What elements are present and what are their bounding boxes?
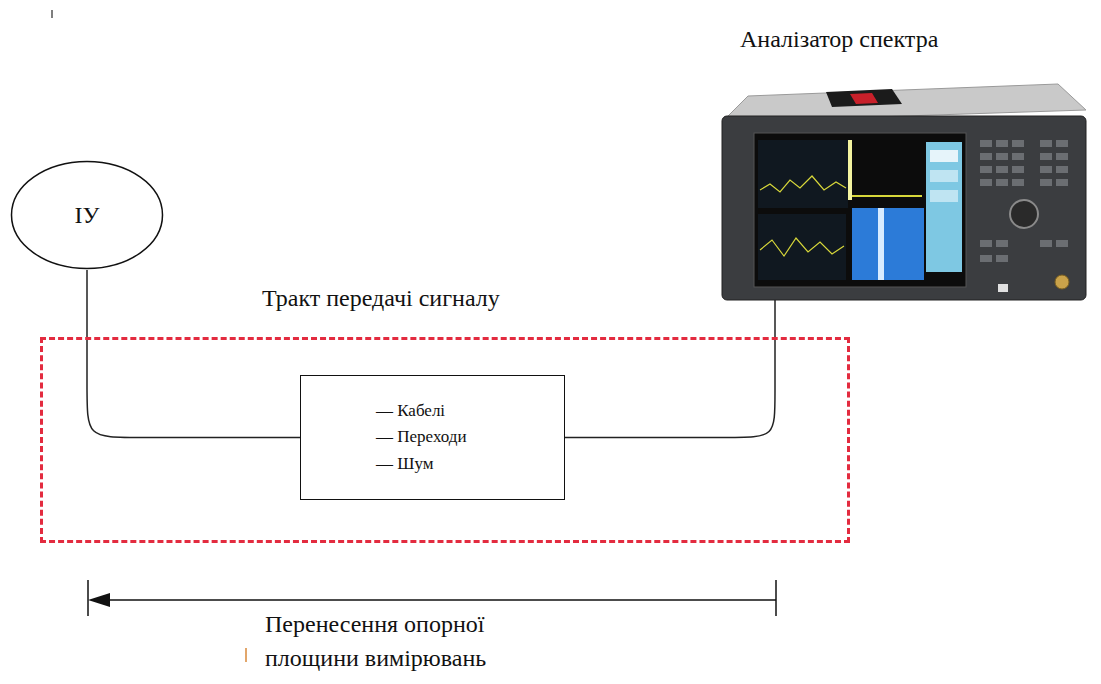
device-ellipse: ІУ [10, 160, 164, 270]
analyzer-node: Аналізатор спектра [720, 20, 1100, 300]
node-heading: Аналізатор спектра [740, 20, 1100, 53]
stray-mark [51, 10, 53, 18]
list-item: — Кабелі [376, 398, 552, 424]
signal-path-region: Тракт передачі сигналу — Кабелі— Переходи… [40, 282, 850, 543]
signal-line [565, 300, 775, 438]
process-box: — Кабелі— Переходи— Шум [300, 375, 565, 500]
dimension-label: Перенесення опорної площини вимірювань [265, 608, 555, 675]
stray-tick [245, 648, 247, 662]
spectrum-analyzer-picture [722, 84, 1086, 300]
node-heading: Тракт передачі сигналу [262, 282, 850, 314]
dimension-arrow [88, 580, 776, 616]
list-item: — Переходи [376, 424, 552, 450]
list-item: — Шум [376, 451, 552, 477]
node-heading: ІУ [75, 202, 100, 229]
